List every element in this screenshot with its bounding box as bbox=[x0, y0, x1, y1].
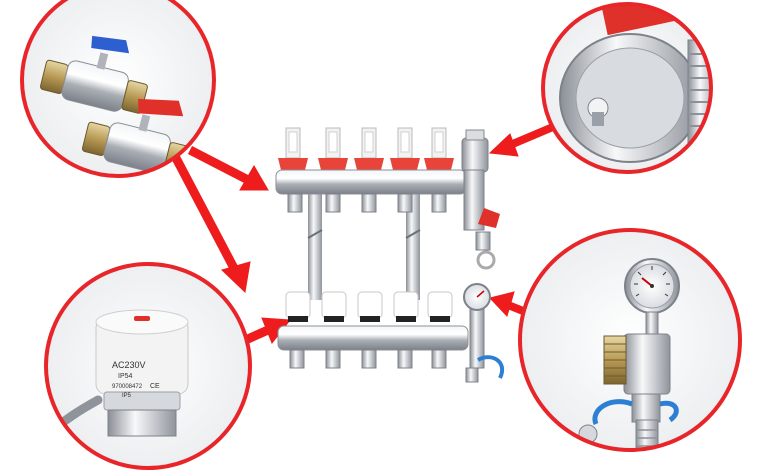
lower-manifold-bar bbox=[277, 325, 469, 351]
lower-gauge-assembly bbox=[463, 283, 504, 383]
actuator-icon: AC230V IP54 970008472 CE IP5 bbox=[46, 309, 189, 441]
arrow-air-vent bbox=[488, 120, 562, 157]
air-vent-assembly bbox=[461, 129, 500, 270]
flowmeters bbox=[278, 127, 454, 170]
arrow-ball-valve-to-lower-manifold bbox=[172, 155, 251, 294]
pressure-gauge-icon bbox=[578, 258, 680, 450]
callout-actuator: AC230V IP54 970008472 CE IP5 bbox=[44, 262, 252, 470]
bracket-right bbox=[406, 190, 420, 300]
actuator-voltage-label: AC230V bbox=[112, 360, 146, 370]
actuator-ip-sub: IP5 bbox=[122, 393, 132, 399]
ball-valve-icon bbox=[39, 35, 190, 176]
callout-pressure-gauge bbox=[518, 228, 742, 452]
callout-air-vent bbox=[541, 2, 713, 174]
arrow-ball-valve-to-manifold bbox=[187, 146, 269, 191]
upper-manifold-bar bbox=[275, 169, 467, 195]
bracket-left bbox=[308, 190, 322, 300]
manifold-icon bbox=[275, 127, 504, 383]
actuator-serial: 970008472 bbox=[112, 384, 143, 390]
actuator-ce-mark: CE bbox=[150, 383, 160, 390]
air-vent-icon bbox=[559, 4, 711, 163]
actuator-ip-rating: IP54 bbox=[118, 373, 133, 380]
actuator-caps bbox=[285, 291, 453, 322]
callout-ball-valves bbox=[20, 0, 216, 178]
